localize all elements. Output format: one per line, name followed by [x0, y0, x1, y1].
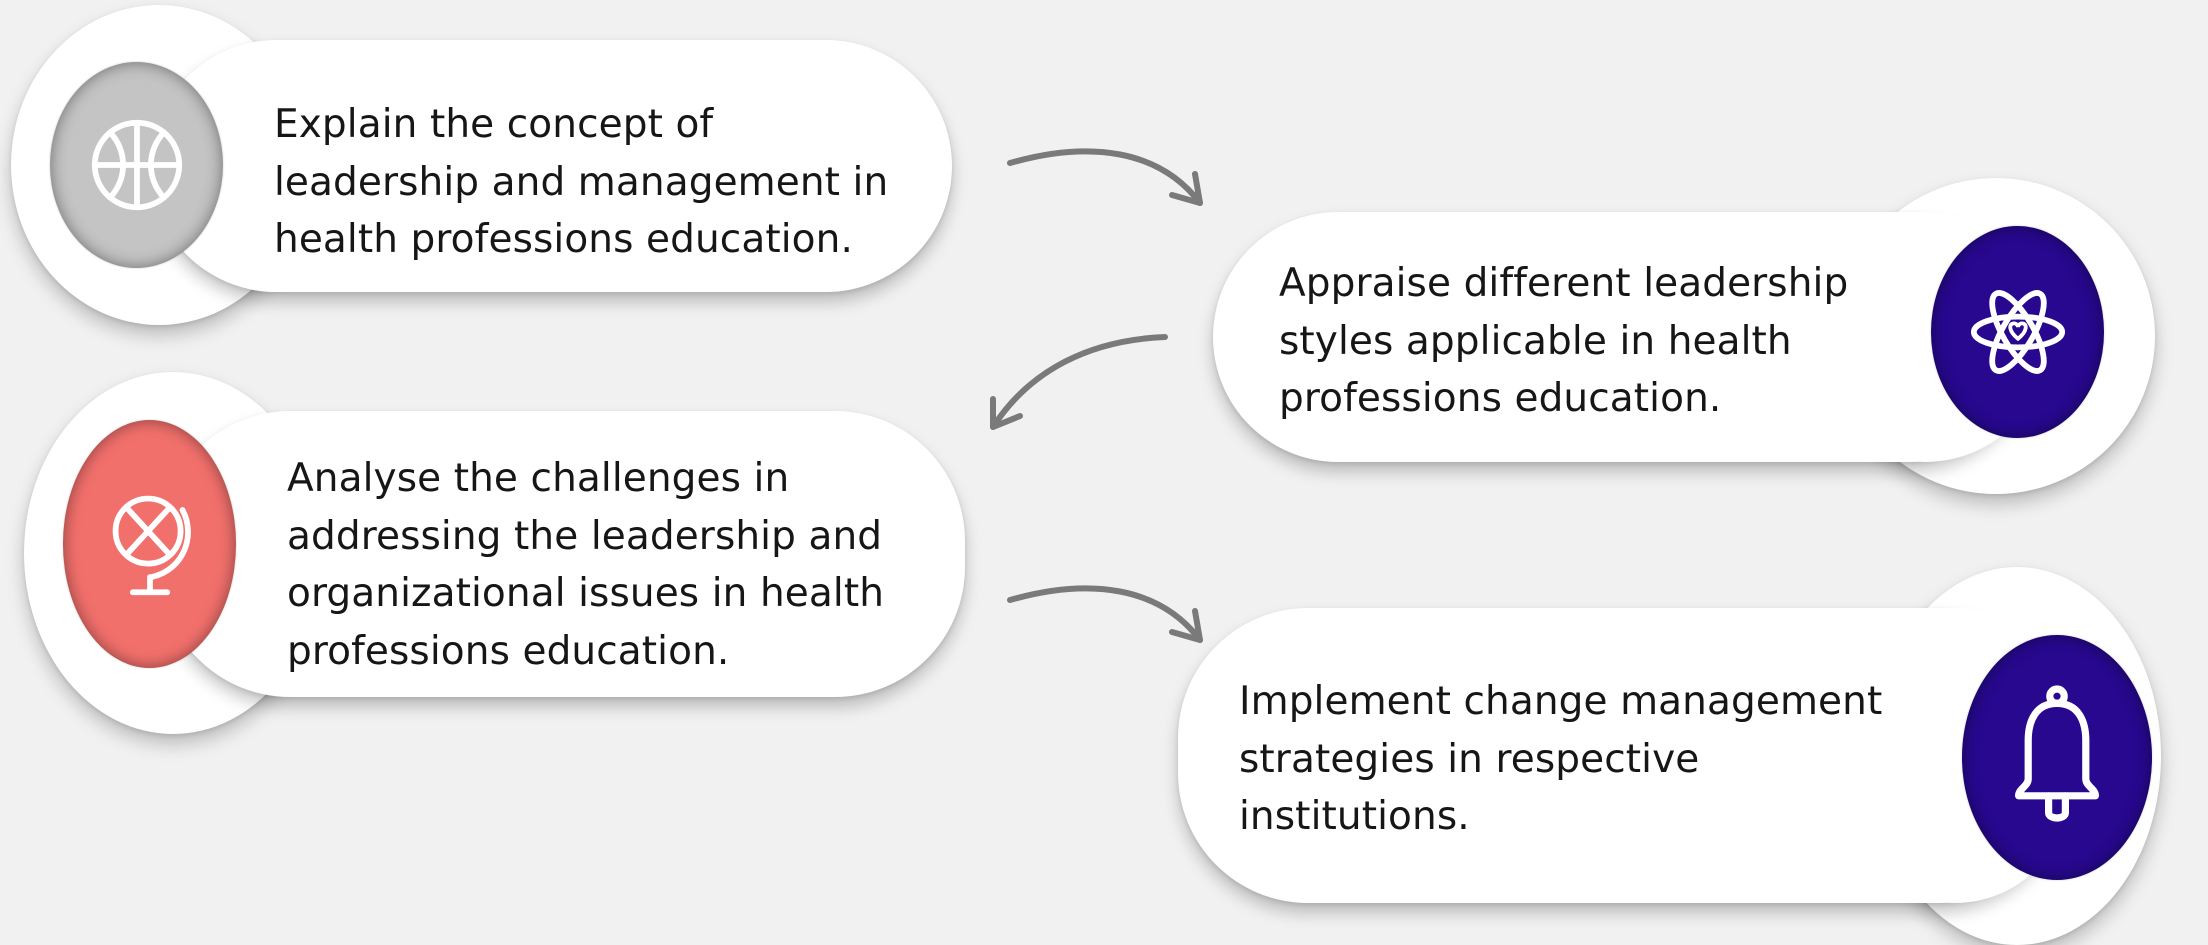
objective-text-4: Implement change management strategies i…: [1239, 673, 1882, 846]
objective-3-line-3: organizational issues in health: [287, 571, 885, 616]
objective-text-2: Appraise different leadership styles app…: [1279, 255, 1848, 428]
objective-text-1: Explain the concept of leadership and ma…: [274, 96, 888, 269]
basketball-icon: [50, 62, 223, 268]
objective-4-line-2: strategies in respective: [1239, 736, 1700, 782]
bell-icon: [1962, 635, 2152, 880]
atom-icon: [1931, 226, 2104, 438]
objective-3-line-1: Analyse the challenges in: [287, 456, 790, 501]
objective-4-line-1: Implement change management: [1239, 679, 1883, 724]
objective-3-line-4: professions education.: [287, 628, 730, 674]
objective-1-line-1: Explain the concept of: [274, 102, 714, 147]
objective-text-3: Analyse the challenges in addressing the…: [287, 450, 884, 680]
objective-1-line-3: health professions education.: [274, 217, 853, 262]
objective-2-line-1: Appraise different leadership: [1279, 261, 1849, 306]
objective-4-line-3: institutions.: [1239, 794, 1470, 839]
objective-1-line-2: leadership and management in: [274, 159, 889, 205]
objective-2-line-2: styles applicable in health: [1279, 318, 1792, 364]
objective-2-line-3: professions education.: [1279, 376, 1722, 421]
globe-icon: [63, 420, 236, 668]
objective-3-line-2: addressing the leadership and: [287, 513, 883, 559]
